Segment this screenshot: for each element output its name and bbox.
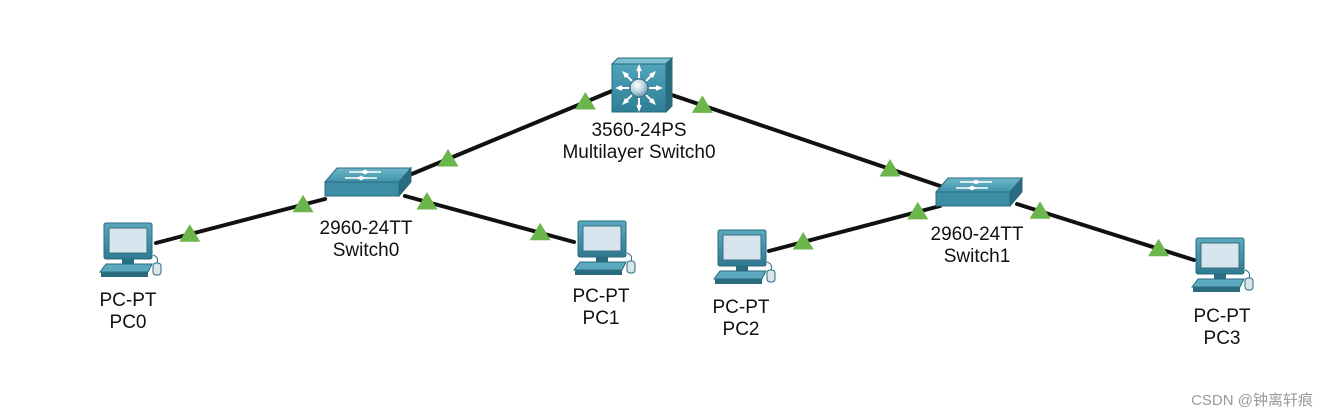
device-pc3-pc-icon[interactable] <box>1191 237 1254 292</box>
device-name: PC3 <box>1203 328 1241 349</box>
device-model: 3560-24PS <box>591 120 687 141</box>
label-pc2: PC-PT PC2 <box>713 297 770 341</box>
links-layer <box>154 89 1196 262</box>
link-sw1-pc2-up-indicator-1 <box>792 232 814 250</box>
link-mls0-sw1[interactable] <box>664 91 948 190</box>
device-model: 2960-24TT <box>930 224 1024 245</box>
device-name: Multilayer Switch0 <box>562 142 716 163</box>
watermark: CSDN @钟离轩痕 <box>1191 392 1313 409</box>
link-sw1-pc3-up-indicator-0 <box>1029 201 1051 219</box>
device-pc0-pc-icon[interactable] <box>99 222 162 277</box>
link-sw0-pc0-up-indicator-0 <box>292 194 314 213</box>
device-name: PC1 <box>582 308 620 329</box>
link-sw0-pc0-up-indicator-1 <box>179 224 201 242</box>
link-sw0-pc1-up-indicator-0 <box>416 191 438 210</box>
label-pc0: PC-PT PC0 <box>100 290 157 334</box>
device-model: 2960-24TT <box>319 218 413 239</box>
link-sw0-pc1-up-indicator-1 <box>529 222 551 241</box>
link-mls0-sw1-up-indicator-1 <box>879 159 901 177</box>
link-mls0-sw0-up-indicator-0 <box>574 92 596 110</box>
device-sw0-switch-icon[interactable] <box>323 166 413 198</box>
label-pc3: PC-PT PC3 <box>1194 306 1251 350</box>
device-pc2-pc-icon[interactable] <box>713 229 776 284</box>
device-name: PC2 <box>722 319 760 340</box>
device-model: PC-PT <box>1193 306 1251 327</box>
device-name: PC0 <box>109 312 147 333</box>
link-mls0-sw0-up-indicator-1 <box>437 149 459 167</box>
device-name: Switch0 <box>332 240 400 261</box>
device-sw1-switch-icon[interactable] <box>934 176 1024 208</box>
device-model: PC-PT <box>99 290 157 311</box>
device-model: PC-PT <box>572 286 630 307</box>
link-indicators-layer <box>179 92 1170 257</box>
device-mls0-multilayer-switch-icon[interactable] <box>610 56 674 114</box>
device-pc1-pc-icon[interactable] <box>573 220 636 275</box>
link-mls0-sw1-up-indicator-0 <box>691 95 713 113</box>
label-multilayer-switch0: 3560-24PS Multilayer Switch0 <box>562 120 715 164</box>
label-pc1: PC-PT PC1 <box>573 286 630 330</box>
device-name: Switch1 <box>943 246 1011 267</box>
device-model: PC-PT <box>712 297 770 318</box>
link-sw1-pc2-up-indicator-0 <box>907 201 929 220</box>
label-switch1: 2960-24TT Switch1 <box>931 224 1024 268</box>
devices-layer <box>99 56 1254 292</box>
label-switch0: 2960-24TT Switch0 <box>320 218 413 262</box>
link-sw1-pc3-up-indicator-1 <box>1148 238 1170 257</box>
